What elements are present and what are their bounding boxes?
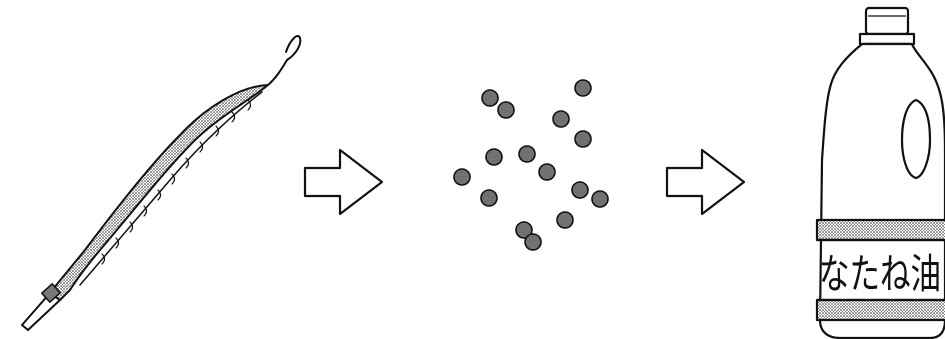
arrow-right-icon [305, 150, 382, 214]
arrow-right-icon [667, 150, 744, 214]
seed-pod-icon [22, 36, 300, 330]
oil-bottle-label: なたね油 [819, 250, 941, 298]
seeds-icon [454, 80, 608, 250]
